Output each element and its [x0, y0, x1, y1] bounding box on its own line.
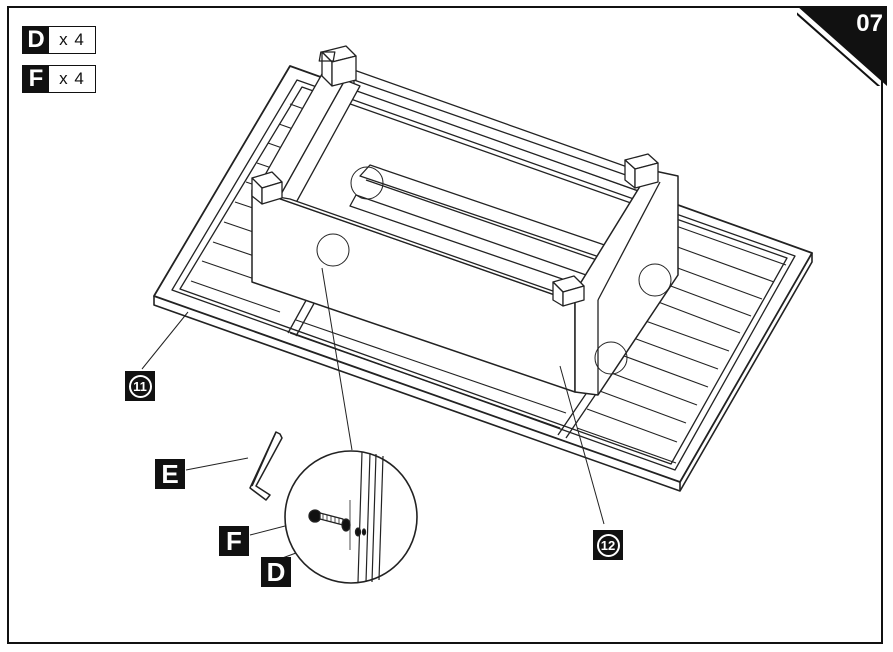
part-label-bolt: F [219, 526, 249, 556]
part-label-washer: D [261, 557, 291, 587]
part-label-base-frame: 12 [593, 530, 623, 560]
part-label-hex-key: E [155, 459, 185, 489]
hardware-count-f: x 4 [59, 69, 85, 88]
part-number-base-frame: 12 [596, 533, 620, 557]
part-label-tabletop: 11 [125, 371, 155, 401]
base-frame-illustration [251, 45, 679, 396]
bolt-head [308, 509, 322, 523]
hardware-code-f: F [23, 66, 49, 92]
hardware-code-d: D [23, 27, 49, 53]
step-corner [797, 6, 887, 86]
hardware-count-d: x 4 [59, 30, 85, 49]
hex-key-illustration [249, 431, 283, 501]
page-border [7, 6, 883, 644]
hardware-qty-f: F x 4 [22, 65, 96, 93]
step-number: 07 [856, 10, 883, 37]
washer [341, 518, 351, 532]
detail-view [284, 450, 418, 584]
part-number-tabletop: 11 [128, 374, 152, 398]
hardware-qty-d: D x 4 [22, 26, 96, 54]
